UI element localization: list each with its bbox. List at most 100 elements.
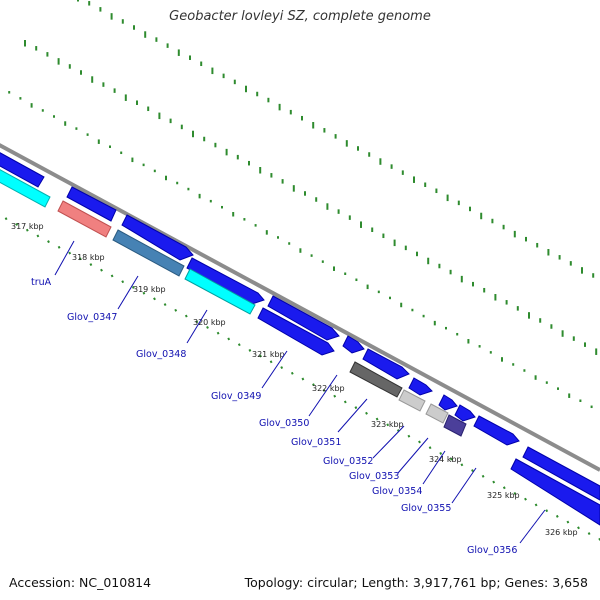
tick-mark [333, 394, 337, 398]
cds-feature[interactable] [257, 307, 335, 356]
tick-mark [25, 228, 29, 232]
tick-mark [481, 474, 485, 478]
tick-mark [502, 486, 506, 490]
tick-mark [290, 371, 294, 375]
kbp-labels: 317 kbp 318 kbp 319 kbp 320 kbp 321 kbp … [11, 222, 578, 537]
tick-mark [163, 303, 167, 307]
cds-feature[interactable] [186, 257, 265, 305]
tick-mark [100, 268, 103, 272]
cds-feature[interactable] [408, 377, 433, 396]
tick-mark [513, 492, 517, 495]
gene-label-glov-0350[interactable]: Glov_0350 [259, 418, 309, 429]
tick-mark [206, 326, 209, 329]
cds-feature[interactable] [443, 414, 467, 437]
cds-feature[interactable] [438, 394, 458, 411]
tick-mark [322, 388, 326, 392]
gene-label-glov-0349[interactable]: Glov_0349 [211, 391, 261, 402]
tick-mark [142, 291, 146, 295]
tick-mark [248, 348, 252, 352]
tick-mark [78, 257, 82, 261]
tick-mark [492, 480, 496, 484]
tick-mark [312, 383, 315, 387]
kbp-label: 317 kbp [11, 222, 44, 231]
tick-mark [577, 526, 580, 530]
cds-feature[interactable] [112, 229, 185, 277]
tick-mark [216, 331, 220, 335]
kbp-label: 323 kbp [371, 420, 404, 429]
tick-mark [237, 343, 241, 347]
tick-mark [36, 234, 40, 238]
tick-mark [566, 520, 570, 524]
tick-mark [195, 320, 199, 324]
kbp-label: 318 kbp [72, 253, 105, 262]
tick-mark [365, 411, 368, 415]
cds-feature[interactable] [184, 268, 256, 315]
cds-feature[interactable] [0, 167, 51, 208]
cds-feature[interactable] [121, 214, 194, 261]
tick-mark [534, 503, 538, 507]
tick-mark [280, 366, 284, 369]
kbp-label: 321 kbp [252, 350, 285, 359]
cds-feature[interactable] [398, 389, 426, 412]
tick-mark [121, 280, 125, 284]
tick-mark [439, 451, 443, 455]
tick-mark [407, 434, 411, 438]
tick-mark [428, 446, 432, 450]
cds-feature[interactable] [425, 403, 449, 424]
tick-mark [259, 354, 262, 358]
gene-labels: truA Glov_0347 Glov_0348 Glov_0349 Glov_… [31, 277, 517, 556]
cds-feature[interactable] [349, 361, 403, 398]
tick-mark [375, 417, 379, 421]
gene-label-glov-0347[interactable]: Glov_0347 [67, 312, 117, 323]
tick-mark [460, 463, 464, 467]
tick-mark [110, 274, 114, 278]
tick-mark [343, 400, 347, 404]
tick-mark [269, 360, 273, 364]
kbp-label: 319 kbp [133, 285, 166, 294]
tick-mark [47, 240, 50, 244]
cds-feature[interactable] [0, 150, 45, 188]
gene-label-glov-0356[interactable]: Glov_0356 [467, 545, 517, 556]
gc-skew-dots [8, 0, 598, 409]
gene-label-glov-0351[interactable]: Glov_0351 [291, 437, 341, 448]
accession-label: Accession: NC_010814 [9, 575, 152, 590]
map-title: Geobacter lovleyi SZ, complete genome [169, 9, 431, 24]
gene-label-leaders [54, 240, 546, 544]
cds-feature[interactable] [473, 415, 520, 446]
genome-backbone [0, 143, 600, 472]
tick-mark [184, 314, 188, 318]
cds-feature[interactable] [522, 446, 600, 501]
cds-feature[interactable] [342, 335, 365, 354]
tick-mark [545, 509, 549, 513]
gene-label-glov-0355[interactable]: Glov_0355 [401, 503, 451, 514]
gene-label-truA[interactable]: truA [31, 277, 52, 288]
tick-mark [57, 245, 61, 249]
tick-mark [386, 423, 390, 427]
gene-label-glov-0354[interactable]: Glov_0354 [372, 486, 422, 497]
tick-mark [301, 377, 305, 381]
tick-mark [153, 297, 156, 301]
cds-feature[interactable] [267, 295, 340, 341]
cds-feature[interactable] [362, 348, 410, 380]
tick-mark [418, 440, 421, 444]
gene-label-glov-0348[interactable]: Glov_0348 [136, 349, 186, 360]
kbp-label: 324 kbp [429, 455, 462, 464]
tick-mark [555, 514, 559, 518]
gene-label-glov-0352[interactable]: Glov_0352 [323, 456, 373, 467]
trna-feature[interactable] [57, 200, 112, 238]
tick-mark [471, 469, 474, 473]
kbp-tick-marks [4, 217, 600, 541]
tick-mark [587, 532, 591, 535]
feature-track [0, 150, 600, 526]
tick-mark [4, 217, 8, 221]
tick-mark [68, 251, 72, 255]
tick-mark [524, 497, 527, 501]
cds-feature[interactable] [454, 404, 476, 422]
kbp-label: 320 kbp [193, 318, 226, 327]
gene-label-glov-0353[interactable]: Glov_0353 [349, 471, 399, 482]
kbp-label: 326 kbp [545, 528, 578, 537]
cds-feature[interactable] [510, 458, 600, 526]
kbp-label: 325 kbp [487, 491, 520, 500]
cds-feature[interactable] [66, 186, 117, 222]
